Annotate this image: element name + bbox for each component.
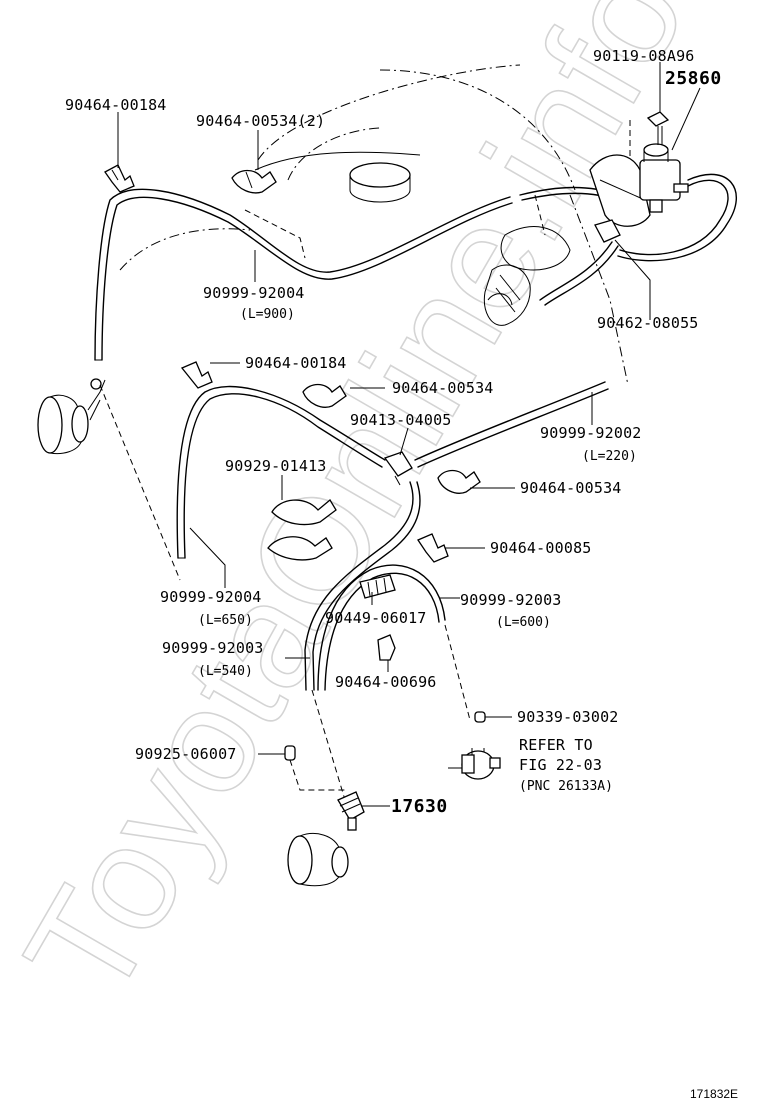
clip-90464-00534-right (437, 469, 481, 494)
callout-refer-to: REFER TO (519, 736, 593, 754)
callout-l600: (L=600) (496, 615, 551, 630)
callout-90462-08055: 90462-08055 (597, 314, 699, 332)
tee-90413-04005 (383, 451, 413, 486)
callout-l900: (L=900) (240, 307, 295, 322)
callout-l540: (L=540) (198, 664, 253, 679)
callout-l650: (L=650) (198, 613, 253, 628)
clip-90464-00184-mid (180, 361, 213, 389)
callout-90999-92004-b: 90999-92004 (160, 588, 262, 606)
figure-id: 171832E (690, 1087, 738, 1101)
callout-90119-08a96: 90119-08A96 (593, 47, 695, 65)
callout-25860: 25860 (665, 68, 722, 89)
callout-90449-06017: 90449-06017 (325, 609, 427, 627)
callout-90929-01413: 90929-01413 (225, 457, 327, 475)
dash-to-vsv (444, 624, 471, 721)
callout-90464-00085: 90464-00085 (490, 539, 592, 557)
clamp-90929-01413 (267, 499, 337, 561)
hose-90999-92004-l650 (176, 385, 386, 559)
callout-90925-06007: 90925-06007 (135, 745, 237, 763)
callout-90339-03002: 90339-03002 (517, 708, 619, 726)
callout-17630: 17630 (391, 796, 448, 817)
callout-pnc-26133a: (PNC 26133A) (519, 779, 613, 794)
plug-90925-06007 (284, 745, 296, 761)
callout-90464-00184-b: 90464-00184 (245, 354, 347, 372)
callout-90464-00534-b: 90464-00534 (520, 479, 622, 497)
callout-90999-92002: 90999-92002 (540, 424, 642, 442)
callout-90999-92003-a: 90999-92003 (460, 591, 562, 609)
callout-90464-00534-2: 90464-00534(2) (196, 112, 325, 130)
sensor-17630 (337, 791, 365, 831)
plug-90339-03002 (474, 711, 486, 723)
callout-90464-00534-a: 90464-00534 (392, 379, 494, 397)
clip-90464-00534-pair (231, 169, 277, 194)
callout-90999-92003-b: 90999-92003 (162, 639, 264, 657)
canister-left (37, 378, 181, 581)
dash-90925 (289, 759, 345, 791)
vsv-assembly (539, 111, 738, 306)
hose-90999-92002-l220 (414, 381, 609, 468)
callout-90413-04005: 90413-04005 (350, 411, 452, 429)
clip-90464-00534-mid (302, 383, 347, 408)
hose-90999-92003-l540 (304, 481, 421, 691)
watermark: ToyotaOnline.info (0, 0, 718, 1027)
clip-90464-00085 (417, 533, 449, 563)
callout-90999-92004-a: 90999-92004 (203, 284, 305, 302)
canister-bottom (287, 833, 349, 887)
clip-90464-00696 (377, 634, 396, 661)
hose-90999-92003-l600 (317, 564, 446, 691)
hose-90999-92004-l900 (94, 188, 513, 361)
dash-to-17630 (311, 689, 346, 801)
leader-lines (117, 62, 701, 807)
callout-90464-00696: 90464-00696 (335, 673, 437, 691)
callout-fig-22-03: FIG 22-03 (519, 756, 602, 774)
clip-90464-00184-top (104, 164, 135, 193)
callout-l220: (L=220) (582, 449, 637, 464)
callout-90464-00184-a: 90464-00184 (65, 96, 167, 114)
clip-90449-06017 (359, 574, 396, 599)
vsv-refer-26133a (448, 748, 501, 780)
